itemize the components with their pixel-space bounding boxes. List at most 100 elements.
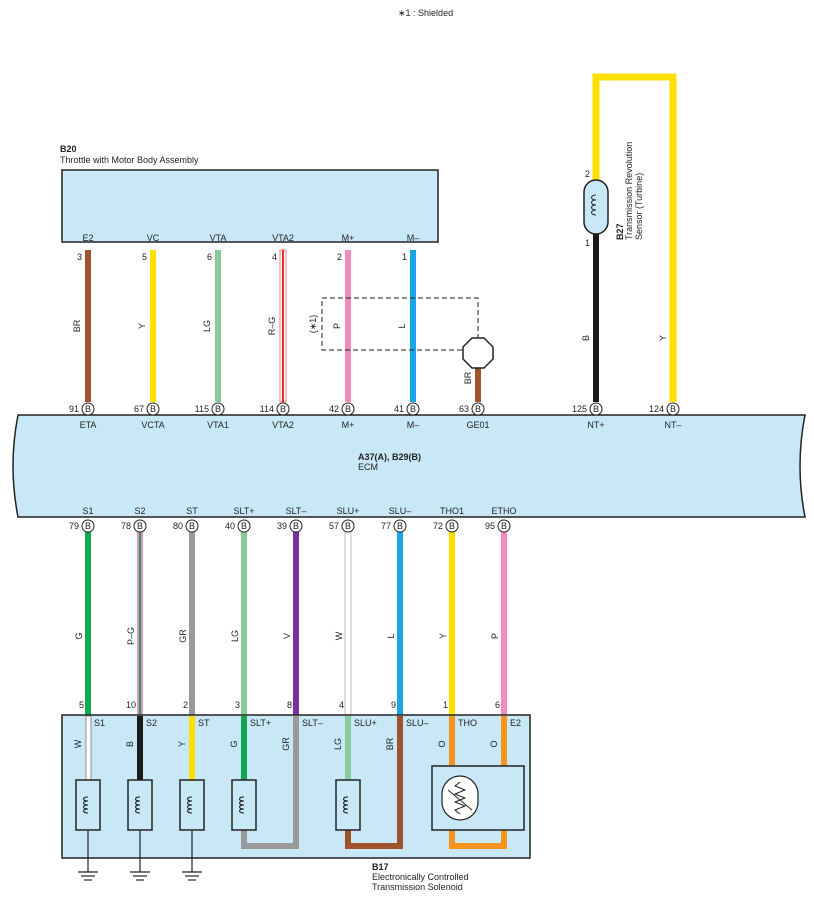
throttle-wire-colors: BR Y LG R–G P L <box>72 317 407 336</box>
svg-text:ETA: ETA <box>80 420 97 430</box>
svg-text:P: P <box>332 323 342 329</box>
wire-vc <box>150 250 156 402</box>
svg-text:G: G <box>229 740 239 747</box>
svg-text:THO: THO <box>458 718 477 728</box>
wire-slt-minus <box>293 532 299 715</box>
svg-text:SLT+: SLT+ <box>250 718 271 728</box>
svg-text:B: B <box>345 404 351 414</box>
svg-text:80: 80 <box>173 521 183 531</box>
wire-ge01 <box>475 362 481 402</box>
shield-note: ∗1 : Shielded <box>398 8 453 18</box>
svg-text:W: W <box>334 631 344 640</box>
wire-vta2 <box>279 249 287 403</box>
svg-text:91: 91 <box>69 404 79 414</box>
svg-text:L: L <box>397 323 407 328</box>
ecm-name: ECM <box>358 462 378 472</box>
svg-text:M+: M+ <box>342 420 355 430</box>
svg-text:M–: M– <box>407 233 420 243</box>
svg-text:Y: Y <box>177 741 187 747</box>
svg-text:4: 4 <box>339 700 344 710</box>
inner-wire-s2 <box>137 716 143 780</box>
svg-text:2: 2 <box>337 252 342 262</box>
wire-slu-plus <box>344 531 352 716</box>
svg-text:R–G: R–G <box>267 317 277 336</box>
svg-text:O: O <box>489 740 499 747</box>
svg-text:B: B <box>85 521 91 531</box>
wire-m-minus <box>410 250 416 402</box>
wire-m-plus <box>345 250 351 402</box>
svg-text:Y: Y <box>438 633 448 639</box>
wire-tho1 <box>449 532 455 715</box>
svg-text:B: B <box>137 521 143 531</box>
sensor-pin-bot: 1 <box>585 238 590 248</box>
svg-text:B: B <box>670 404 676 414</box>
throttle-name: Throttle with Motor Body Assembly <box>60 155 199 165</box>
svg-text:SLT+: SLT+ <box>233 506 254 516</box>
svg-text:B: B <box>397 521 403 531</box>
ge01-wire-color: BR <box>463 371 473 384</box>
svg-text:M–: M– <box>407 420 420 430</box>
solenoid-terminals: S1 S2 ST SLT+ SLT– SLU+ SLU– THO E2 <box>94 718 521 728</box>
svg-text:BR: BR <box>385 737 395 750</box>
svg-text:S1: S1 <box>94 718 105 728</box>
svg-text:B: B <box>293 521 299 531</box>
svg-text:SLU+: SLU+ <box>354 718 377 728</box>
wire-vta <box>215 250 221 402</box>
svg-text:B: B <box>125 741 135 747</box>
throttle-pins: 3 5 6 4 2 1 <box>77 252 407 262</box>
wire-st <box>189 532 195 715</box>
svg-text:63: 63 <box>459 404 469 414</box>
svg-text:41: 41 <box>394 404 404 414</box>
svg-text:P: P <box>490 633 500 639</box>
svg-text:67: 67 <box>134 404 144 414</box>
svg-text:B: B <box>280 404 286 414</box>
svg-text:B: B <box>241 521 247 531</box>
svg-text:VTA2: VTA2 <box>272 233 294 243</box>
svg-text:THO1: THO1 <box>440 506 464 516</box>
svg-text:VTA1: VTA1 <box>207 420 229 430</box>
inner-wire-st <box>189 716 195 780</box>
shield-ground-node <box>462 337 494 369</box>
sensor-name1: Transmission Revolution <box>624 142 634 240</box>
svg-text:SLT–: SLT– <box>302 718 323 728</box>
svg-text:B: B <box>215 404 221 414</box>
svg-text:B: B <box>475 404 481 414</box>
svg-text:V: V <box>282 633 292 639</box>
svg-text:GE01: GE01 <box>466 420 489 430</box>
throttle-terminals: E2 VC VTA VTA2 M+ M– <box>82 233 419 243</box>
ecm-code: A37(A), B29(B) <box>358 452 421 462</box>
svg-text:VTA: VTA <box>210 233 227 243</box>
svg-text:LG: LG <box>230 630 240 642</box>
svg-text:SLU+: SLU+ <box>337 506 360 516</box>
svg-text:SLU–: SLU– <box>389 506 412 516</box>
svg-text:B: B <box>150 404 156 414</box>
inner-wire-slu-loop <box>345 716 403 849</box>
svg-text:3: 3 <box>77 252 82 262</box>
svg-text:P–G: P–G <box>126 627 136 645</box>
svg-text:VCTA: VCTA <box>141 420 164 430</box>
svg-text:6: 6 <box>207 252 212 262</box>
svg-text:SLT–: SLT– <box>286 506 307 516</box>
wire-e2 <box>85 250 91 402</box>
sensor-wire-color-left: B <box>581 335 591 341</box>
svg-text:79: 79 <box>69 521 79 531</box>
svg-text:B: B <box>189 521 195 531</box>
svg-text:S2: S2 <box>146 718 157 728</box>
svg-text:125: 125 <box>572 404 587 414</box>
solenoid-pin-numbers: 5 10 2 3 8 4 9 1 6 <box>79 700 500 710</box>
solenoid-name2: Transmission Solenoid <box>372 882 463 892</box>
inner-wire-slu-plus <box>345 716 351 780</box>
svg-text:ST: ST <box>198 718 210 728</box>
svg-text:ST: ST <box>186 506 198 516</box>
svg-text:10: 10 <box>126 700 136 710</box>
svg-text:78: 78 <box>121 521 131 531</box>
svg-text:9: 9 <box>391 700 396 710</box>
svg-text:72: 72 <box>433 521 443 531</box>
svg-text:NT+: NT+ <box>587 420 604 430</box>
svg-text:B: B <box>501 521 507 531</box>
svg-text:2: 2 <box>183 700 188 710</box>
svg-text:B: B <box>449 521 455 531</box>
